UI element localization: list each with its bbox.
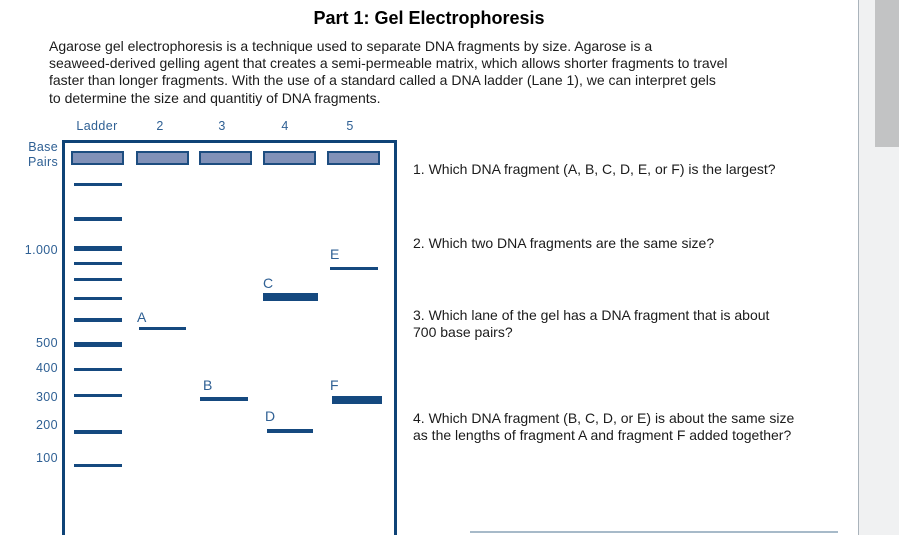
ladder-band-3 xyxy=(74,246,122,251)
lane-label-2: 2 xyxy=(156,119,164,133)
fragment-band-a xyxy=(139,327,186,330)
gel-well-2 xyxy=(136,151,189,165)
content-edge-border xyxy=(858,0,859,535)
axis-label-300: 300 xyxy=(35,390,58,404)
fragment-label-e: E xyxy=(330,246,340,262)
ladder-band-1 xyxy=(74,183,122,186)
fragment-label-c: C xyxy=(263,275,274,291)
ladder-band-11 xyxy=(74,430,122,434)
ladder-band-5 xyxy=(74,278,122,281)
lane-label-4: 4 xyxy=(281,119,289,133)
gel-well-4 xyxy=(263,151,316,165)
page-title: Part 1: Gel Electrophoresis xyxy=(313,8,545,28)
ladder-band-9 xyxy=(74,368,122,371)
fragment-label-d: D xyxy=(265,408,276,424)
axis-label-200: 200 xyxy=(35,418,58,432)
ladder-band-2 xyxy=(74,217,122,221)
gel-box xyxy=(62,140,397,535)
ladder-band-7 xyxy=(74,318,122,322)
scrollbar-thumb[interactable] xyxy=(875,0,899,147)
axis-title-base-pairs: Base Pairs xyxy=(28,140,58,169)
axis-label-400: 400 xyxy=(35,361,58,375)
lane-label-ladder: Ladder xyxy=(76,119,118,133)
axis-label-100: 100 xyxy=(35,451,58,465)
ladder-band-4 xyxy=(74,262,122,265)
ladder-band-6 xyxy=(74,297,122,300)
gel-well-5 xyxy=(327,151,380,165)
ladder-band-8 xyxy=(74,342,122,347)
fragment-label-f: F xyxy=(330,377,339,393)
ladder-band-12 xyxy=(74,464,122,467)
lane-label-5: 5 xyxy=(346,119,354,133)
fragment-band-f xyxy=(332,396,382,404)
fragment-band-d xyxy=(267,429,313,433)
axis-label-1.000: 1.000 xyxy=(24,243,58,257)
lane-label-3: 3 xyxy=(218,119,226,133)
fragment-label-b: B xyxy=(203,377,213,393)
fragment-band-c xyxy=(263,293,318,301)
ladder-band-10 xyxy=(74,394,122,397)
axis-label-500: 500 xyxy=(35,336,58,350)
fragment-band-b xyxy=(200,397,248,401)
answer-divider-line xyxy=(470,531,838,533)
fragment-band-e xyxy=(330,267,378,270)
intro-paragraph: Agarose gel electrophoresis is a techniq… xyxy=(49,38,728,106)
gel-well-3 xyxy=(199,151,252,165)
gel-well-1 xyxy=(71,151,124,165)
fragment-label-a: A xyxy=(137,309,147,325)
